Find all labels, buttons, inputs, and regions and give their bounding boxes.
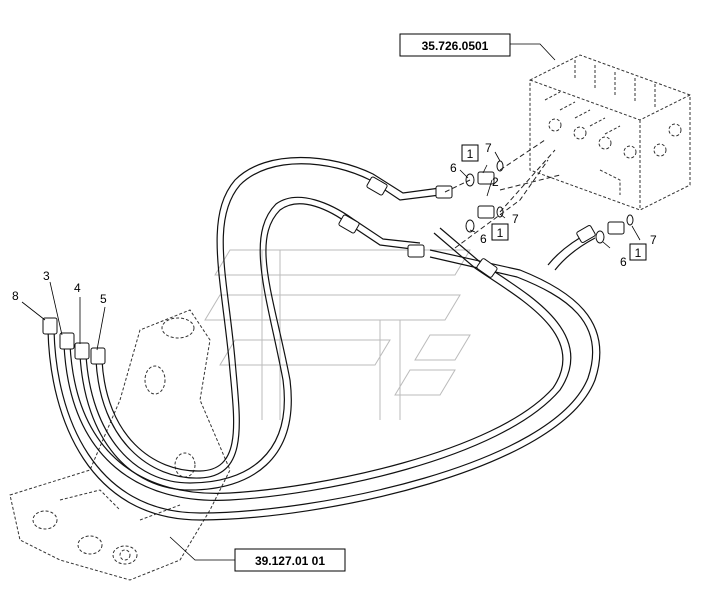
callout-1-top: 1: [467, 147, 474, 161]
hose-8: [47, 249, 601, 521]
callout-box-1-right: 1: [629, 243, 647, 261]
leader-lines: [21, 43, 641, 561]
callout-6-right: 6: [620, 255, 627, 269]
callout-7-right: 7: [650, 233, 657, 247]
motor-housing: [9, 309, 231, 581]
reference-box-motor[interactable]: 39.127.01 01: [234, 548, 346, 572]
watermark-logo: [204, 249, 471, 420]
callout-4: 4: [74, 281, 81, 295]
hose-4: [79, 203, 421, 491]
callout-1-right: 1: [635, 246, 642, 260]
callout-2: 2: [492, 175, 499, 189]
hose-5: [95, 163, 441, 479]
callout-box-1-mid: 1: [491, 223, 509, 241]
callout-8: 8: [12, 289, 19, 303]
hose-3: [63, 227, 572, 501]
control-valve-block: [529, 54, 691, 211]
assembly-lines: [444, 139, 561, 249]
callout-1-mid: 1: [497, 226, 504, 240]
hose-fittings: [42, 176, 596, 365]
callout-3: 3: [43, 269, 50, 283]
reference-box-valve[interactable]: 35.726.0501: [399, 33, 511, 57]
hoses: [47, 157, 601, 521]
valve-adapters: [465, 160, 634, 244]
callout-box-1-top: 1: [461, 144, 479, 162]
callout-6-top: 6: [450, 161, 457, 175]
callout-7-mid: 7: [512, 212, 519, 226]
callout-7-top: 7: [485, 141, 492, 155]
reference-valve-label: 35.726.0501: [422, 39, 489, 53]
callout-6-mid: 6: [480, 232, 487, 246]
callout-5: 5: [100, 292, 107, 306]
reference-motor-label: 39.127.01 01: [255, 554, 325, 568]
